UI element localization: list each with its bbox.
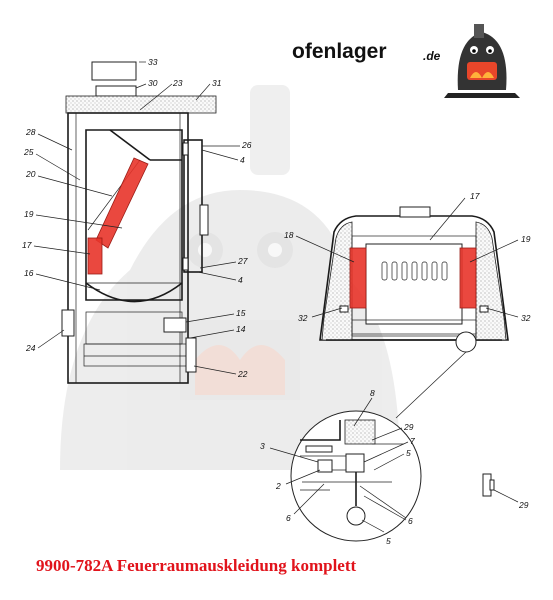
label-17: 17 xyxy=(22,240,32,250)
label-14: 14 xyxy=(236,324,246,334)
label-20: 20 xyxy=(25,169,36,179)
label-30: 30 xyxy=(148,78,158,88)
stove-mascot-icon xyxy=(444,24,520,98)
part-17-back-liner xyxy=(365,243,463,325)
door-handle xyxy=(199,204,209,236)
side-leader-lines xyxy=(33,61,240,375)
firebox xyxy=(85,129,183,301)
detail-label-6-right: 6 xyxy=(408,516,413,526)
liner-slots xyxy=(381,261,448,281)
label-28: 28 xyxy=(25,127,36,137)
top-flue-stub xyxy=(399,206,431,218)
detail-insulation xyxy=(344,419,376,445)
detail-label-5-upper: 5 xyxy=(406,448,411,458)
detail-ring xyxy=(346,506,366,526)
label-27: 27 xyxy=(237,256,248,266)
detail-label-3: 3 xyxy=(260,441,265,451)
ofenlager-logo: ofenlager .de xyxy=(292,24,520,98)
part-30 xyxy=(95,85,137,97)
page-title: 9900-782A Feuerraumauskleidung komplett xyxy=(36,556,357,575)
part-24-handle xyxy=(61,309,75,337)
label-24: 24 xyxy=(25,343,36,353)
label-22: 22 xyxy=(237,369,248,379)
detail-bracket xyxy=(345,453,365,473)
label-23: 23 xyxy=(172,78,183,88)
label-4-lower: 4 xyxy=(238,275,243,285)
watermark-mascot xyxy=(60,85,400,470)
part-15 xyxy=(163,317,187,333)
detail-leader-lines xyxy=(269,397,519,533)
detail-contents xyxy=(300,419,407,526)
detail-label-2: 2 xyxy=(275,481,281,491)
liner-17-highlight xyxy=(87,237,103,275)
top-label-18: 18 xyxy=(284,230,294,240)
top-label-32-right: 32 xyxy=(521,313,531,323)
detail-label-7: 7 xyxy=(410,436,415,446)
brand-tld: .de xyxy=(423,49,441,63)
label-19: 19 xyxy=(24,209,34,219)
liner-20-highlight xyxy=(95,157,149,249)
detail-label-6-left: 6 xyxy=(286,513,291,523)
detail-callout-circle xyxy=(455,331,477,353)
part-33 xyxy=(91,61,137,81)
side-view-section: 33 30 23 31 28 25 20 19 17 16 24 26 4 27… xyxy=(22,57,252,384)
top-leader-lines xyxy=(295,197,519,419)
part-31-top-plate xyxy=(65,95,217,114)
top-view-body xyxy=(319,215,509,341)
side-insulation-right xyxy=(475,221,507,341)
top-label-32-left: 32 xyxy=(298,313,308,323)
label-15: 15 xyxy=(236,308,246,318)
label-25: 25 xyxy=(23,147,34,157)
top-label-17: 17 xyxy=(470,191,480,201)
stove-body xyxy=(67,112,189,384)
top-view-section: 17 18 19 32 32 xyxy=(284,191,531,419)
label-26: 26 xyxy=(241,140,252,150)
brand-name: ofenlager xyxy=(292,40,387,63)
label-4-upper: 4 xyxy=(240,155,245,165)
label-33: 33 xyxy=(148,57,158,67)
detail-bolt xyxy=(317,459,333,473)
detail-view-section: 8 29 3 7 2 5 5 6 6 29 xyxy=(260,388,529,546)
detail-label-29-clip: 29 xyxy=(518,500,529,510)
detail-label-8: 8 xyxy=(370,388,375,398)
detail-label-29: 29 xyxy=(403,422,414,432)
top-label-19: 19 xyxy=(521,234,531,244)
grate-bowl xyxy=(85,282,183,303)
liner-18-highlight xyxy=(349,247,367,309)
label-31: 31 xyxy=(212,78,222,88)
detail-label-5: 5 xyxy=(386,536,391,546)
liner-19-highlight xyxy=(459,247,477,309)
label-16: 16 xyxy=(24,268,34,278)
